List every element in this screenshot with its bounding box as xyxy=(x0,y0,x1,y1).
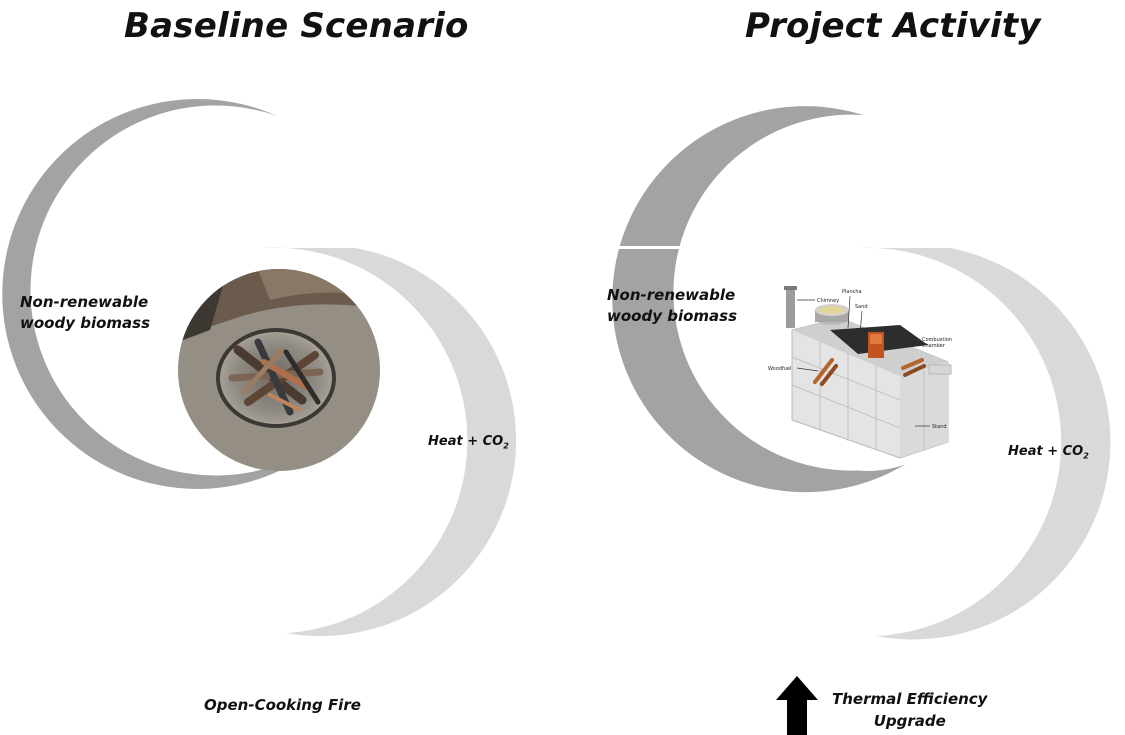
callout-stand: Stand xyxy=(932,424,947,430)
project-title: Project Activity xyxy=(745,6,1041,46)
baseline-title: Baseline Scenario xyxy=(124,6,469,46)
divider-line-right xyxy=(605,246,748,249)
project-cycle: Chimney Plancha Sand Combustion Chamber … xyxy=(605,106,1111,735)
caption-right-line2: Upgrade xyxy=(873,712,946,730)
callout-combustion-2: Chamber xyxy=(922,343,946,349)
biomass-label-right: Non-renewable woody biomass xyxy=(607,285,737,327)
upgrade-arrow-icon xyxy=(776,676,818,735)
caption-right: Thermal Efficiency Upgrade xyxy=(832,688,987,732)
biomass-label-left-line1: Non-renewable xyxy=(20,293,149,311)
open-fire-photo xyxy=(178,269,380,471)
heat-text-left: Heat + CO xyxy=(428,434,504,449)
heat-text-right: Heat + CO xyxy=(1008,444,1084,459)
biomass-label-right-line2: woody biomass xyxy=(607,307,737,325)
heat-crescent-left xyxy=(263,247,517,637)
caption-right-line1: Thermal Efficiency xyxy=(832,690,988,708)
biomass-label-left-line2: woody biomass xyxy=(20,314,150,332)
heat-sub-left: 2 xyxy=(503,441,509,451)
biomass-label-right-line1: Non-renewable xyxy=(607,286,736,304)
caption-left-text: Open-Cooking Fire xyxy=(204,696,361,714)
divider-line-left xyxy=(101,246,161,249)
heat-co2-label-right: Heat + CO2 xyxy=(1008,444,1089,461)
improved-stove-illustration: Chimney Plancha Sand Combustion Chamber … xyxy=(760,255,976,471)
caption-left: Open-Cooking Fire xyxy=(204,694,361,716)
heat-co2-label-left: Heat + CO2 xyxy=(428,434,509,451)
baseline-cycle xyxy=(2,98,517,637)
callout-plancha: Plancha xyxy=(842,289,862,295)
heat-sub-right: 2 xyxy=(1083,451,1089,461)
callout-chimney: Chimney xyxy=(817,298,839,304)
callout-woodfuel: Woodfuel xyxy=(768,366,791,372)
callout-combustion-1: Combustion xyxy=(922,337,952,343)
heat-crescent-right xyxy=(858,247,1111,640)
biomass-label-left: Non-renewable woody biomass xyxy=(20,292,150,334)
callout-sand: Sand xyxy=(855,304,868,310)
biomass-crescent-right xyxy=(612,106,912,493)
